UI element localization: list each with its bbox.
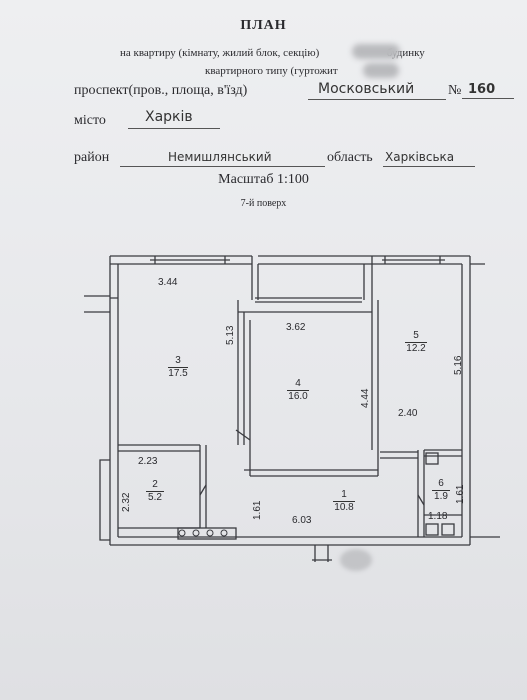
city-underline: [128, 128, 220, 129]
district-label: район: [74, 150, 110, 165]
room-4-number: 4: [287, 378, 309, 391]
room-6-number: 6: [432, 478, 450, 491]
room-2-number: 2: [146, 479, 164, 492]
room-6-area: 1.9: [434, 491, 448, 502]
room-2-label: 2 5.2: [146, 479, 164, 504]
redaction-blur: [363, 63, 399, 78]
subtitle-prefix: на квартиру (кімнату, жилий блок, секцію…: [120, 47, 320, 59]
region-underline: [383, 166, 475, 167]
room-5-label: 5 12.2: [405, 330, 427, 355]
city-value: Харків: [145, 109, 193, 125]
room-1-number: 1: [333, 489, 355, 502]
room-3-area: 17.5: [168, 368, 188, 379]
street-underline: [308, 99, 446, 100]
dim-room6-width: 1.18: [428, 511, 448, 522]
dim-room6-length: 1.61: [455, 484, 466, 504]
dim-room2-length: 2.32: [121, 492, 132, 512]
number-underline: [462, 98, 514, 99]
room-5-area: 12.2: [406, 343, 426, 354]
dim-room4-width: 3.62: [286, 322, 306, 333]
dim-room5-width: 2.40: [398, 408, 418, 419]
document-title: ПЛАН: [240, 18, 287, 33]
district-value: Немишлянський: [168, 150, 272, 164]
room-2-area: 5.2: [148, 492, 162, 503]
scale-label: Масштаб 1:100: [218, 172, 309, 187]
dim-room2-width: 2.23: [138, 456, 158, 467]
redaction-blur: [352, 44, 400, 59]
dim-room5-length: 5.16: [453, 355, 464, 375]
room-4-area: 16.0: [288, 391, 308, 402]
number-label: №: [448, 83, 462, 98]
region-label: область: [327, 150, 373, 165]
dim-room4-length: 4.44: [360, 388, 371, 408]
room-5-number: 5: [405, 330, 427, 343]
street-label: проспект(пров., площа, в'їзд): [74, 83, 248, 98]
dim-room3-width: 3.44: [158, 277, 178, 288]
room-3-number: 3: [168, 355, 188, 368]
floor-label: 7-й поверх: [240, 198, 287, 209]
region-value: Харківська: [385, 150, 455, 164]
room-1-label: 1 10.8: [333, 489, 355, 514]
subtitle-line-2: квартирного типу (гуртожит: [205, 65, 338, 77]
city-label: місто: [74, 113, 106, 128]
room-3-label: 3 17.5: [168, 355, 188, 380]
dim-room1-length: 6.03: [292, 515, 312, 526]
district-underline: [120, 166, 325, 167]
room-4-label: 4 16.0: [287, 378, 309, 403]
dim-room3-length: 5.13: [225, 325, 236, 345]
dim-room1-depth: 1.61: [252, 500, 263, 520]
room-1-area: 10.8: [334, 502, 354, 513]
street-value: Московський: [318, 81, 415, 97]
number-value: 160: [468, 82, 496, 97]
room-6-label: 6 1.9: [432, 478, 450, 503]
